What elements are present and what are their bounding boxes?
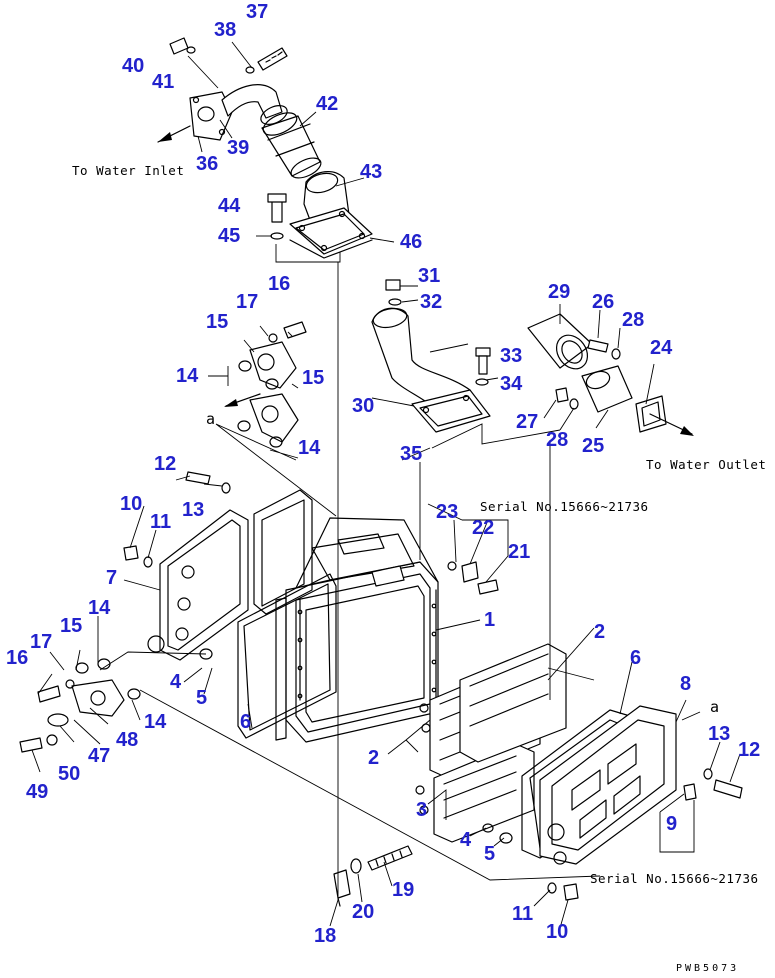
part-label-42: 42 [316,93,339,115]
part-label-48: 48 [116,729,139,751]
part-label-4b: 4 [460,829,472,851]
inlet-elbow-group [169,37,322,179]
part-label-12a: 12 [154,453,177,475]
part-label-28a: 28 [622,309,645,331]
part-label-27: 27 [516,411,539,433]
part-label-11b: 11 [512,903,534,925]
cover-8-gasket-6 [521,705,743,901]
part-label-18: 18 [314,925,337,947]
part-label-23: 23 [436,501,459,523]
serial-bracket-parts [447,561,499,595]
part-label-12b: 12 [738,739,761,761]
part-label-15b: 15 [302,367,325,389]
water-inlet-note: To Water Inlet [72,163,185,178]
part-label-13a: 13 [182,499,205,521]
part-label-14d: 14 [144,711,167,733]
part-label-15a: 15 [206,311,229,333]
part-label-39: 39 [227,137,250,159]
part-label-32: 32 [420,291,443,313]
part-label-22: 22 [472,517,495,539]
part-label-6b: 6 [240,711,252,733]
pipe-43-group [267,171,373,259]
part-label-1: 1 [484,609,496,631]
part-label-10b: 10 [546,921,569,943]
part-label-15c: 15 [60,615,83,637]
part-label-46: 46 [400,231,423,253]
serial-range-note-top: Serial No.15666~21736 [480,499,649,514]
part-label-21: 21 [508,541,531,563]
part-label-7: 7 [106,567,118,589]
part-label-16b: 16 [6,647,29,669]
part-label-5b: 5 [484,843,496,865]
part-label-38: 38 [214,19,237,41]
part-label-44: 44 [218,195,241,217]
cooler-cores [415,643,567,844]
part-label-13b: 13 [708,723,731,745]
part-label-41: 41 [152,71,175,93]
serial-range-note-bottom: Serial No.15666~21736 [590,871,759,886]
part-label-11a: 11 [150,511,172,533]
left-lower-fittings [19,658,141,753]
part-label-37: 37 [246,1,269,23]
part-label-35: 35 [400,443,423,465]
reference-a-right: a [710,698,720,716]
part-label-49: 49 [26,781,49,803]
part-label-19: 19 [392,879,415,901]
water-outlet-note: To Water Outlet [646,457,767,472]
part-label-24: 24 [650,337,673,359]
part-label-31: 31 [418,265,441,287]
drawing-code: PWB5073 [676,963,740,974]
part-label-50: 50 [58,763,81,785]
direction-arrows [157,125,694,436]
part-label-40: 40 [122,55,145,77]
part-label-16a: 16 [268,273,291,295]
part-label-8: 8 [680,673,692,695]
part-label-29: 29 [548,281,571,303]
part-label-14c: 14 [88,597,111,619]
part-label-2b: 2 [368,747,380,769]
part-label-4a: 4 [170,671,182,693]
part-label-17a: 17 [236,291,259,313]
part-label-20: 20 [352,901,375,923]
part-label-9: 9 [666,813,678,835]
part-label-43: 43 [360,161,383,183]
part-label-45: 45 [218,225,241,247]
part-label-47: 47 [88,745,111,767]
part-label-5a: 5 [196,687,208,709]
leader-lines [31,41,741,929]
part-label-6a: 6 [630,647,642,669]
part-label-14b: 14 [298,437,321,459]
part-label-2a: 2 [594,621,606,643]
reference-a-left: a [206,410,216,428]
part-label-33: 33 [500,345,523,367]
part-label-17b: 17 [30,631,53,653]
part-label-3: 3 [416,799,428,821]
pipe-30-group [371,279,491,433]
part-label-14a: 14 [176,365,199,387]
outlet-pipe-group [527,313,667,433]
flange-15-group [237,321,307,448]
part-label-26: 26 [592,291,615,313]
part-label-34: 34 [500,373,523,395]
part-label-36: 36 [196,153,219,175]
cover-7-gasket-6 [123,471,337,739]
part-label-28b: 28 [546,429,569,451]
part-label-10a: 10 [120,493,143,515]
housing-1 [275,517,439,743]
part-label-30: 30 [352,395,375,417]
part-label-25: 25 [582,435,605,457]
